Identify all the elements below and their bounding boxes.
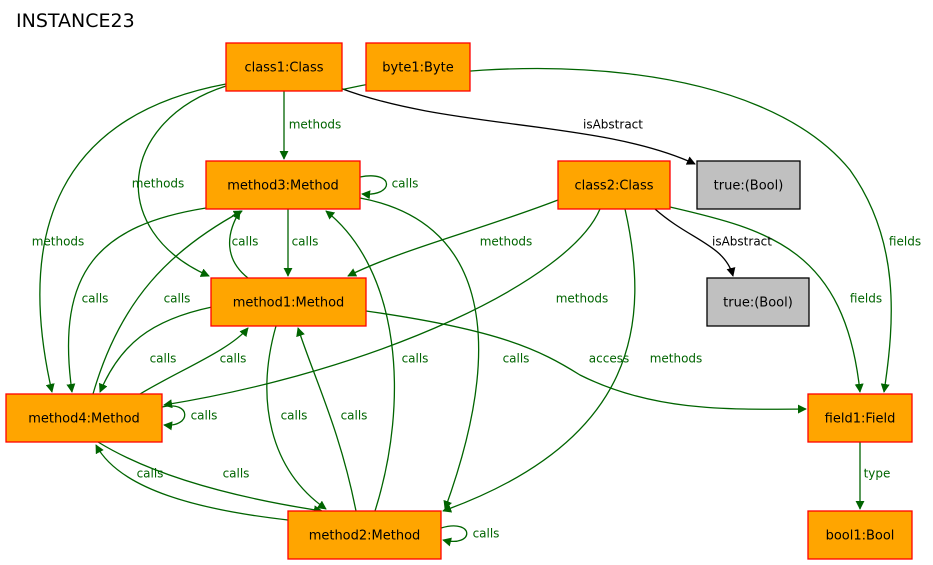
node-box <box>5 393 163 443</box>
node-trueB[interactable]: true:(Bool) <box>706 277 810 327</box>
node-box <box>365 42 471 92</box>
node-field1[interactable]: field1:Field <box>807 393 913 443</box>
edge-label-calls: calls <box>292 235 319 249</box>
edge-label-fields: fields <box>850 292 882 306</box>
node-label: method1:Method <box>233 296 345 311</box>
node-label: bool1:Bool <box>826 529 895 544</box>
node-box <box>807 510 913 560</box>
edge-label-methods: methods <box>650 352 703 366</box>
node-box <box>706 277 810 327</box>
node-label: method3:Method <box>227 179 339 194</box>
edge-class2-method1 <box>347 199 559 277</box>
node-label: true:(Bool) <box>723 296 793 311</box>
node-label: method4:Method <box>28 412 140 427</box>
node-method3[interactable]: method3:Method <box>205 160 361 210</box>
node-box <box>287 510 442 560</box>
edge-method2-method1 <box>296 327 357 512</box>
edge-method2-method4 <box>95 444 289 521</box>
edge-label-methods: methods <box>480 235 533 249</box>
node-box <box>696 160 801 210</box>
edge-method3-method4 <box>66 207 207 393</box>
edge-class2-method2 <box>442 208 636 513</box>
edge-label-calls: calls <box>341 409 368 423</box>
edge-label-calls: calls <box>402 352 429 366</box>
edge-class1-field1 <box>339 67 892 393</box>
node-byte1[interactable]: byte1:Byte <box>365 42 471 92</box>
edge-method3-method3 <box>359 175 388 200</box>
node-trueA[interactable]: true:(Bool) <box>696 160 801 210</box>
edge-label-methods: methods <box>289 118 342 132</box>
edge-label-isAbstract: isAbstract <box>712 235 772 249</box>
edge-label-calls: calls <box>392 177 419 191</box>
node-label: class2:Class <box>574 179 653 194</box>
node-class1[interactable]: class1:Class <box>225 42 343 92</box>
edge-label-calls: calls <box>220 352 247 366</box>
edge-label-calls: calls <box>281 409 308 423</box>
node-method4[interactable]: method4:Method <box>5 393 163 443</box>
edge-method1-method4 <box>99 306 213 393</box>
edge-label-calls: calls <box>503 352 530 366</box>
node-label: class1:Class <box>244 61 323 76</box>
edge-class2-trueB <box>654 208 736 277</box>
node-bool1[interactable]: bool1:Bool <box>807 510 913 560</box>
edge-label-methods: methods <box>556 292 609 306</box>
node-label: method2:Method <box>309 529 421 544</box>
edge-label-calls: calls <box>137 467 164 481</box>
nodes-layer: class1:Class byte1:Byte method3:Method clas… <box>5 42 913 560</box>
edge-method2-method2 <box>440 525 468 547</box>
edge-label-access: access <box>589 352 629 366</box>
edge-class2-method4 <box>163 208 601 409</box>
edge-label-calls: calls <box>164 292 191 306</box>
node-label: true:(Bool) <box>714 179 784 194</box>
edge-method3-method2 <box>359 197 480 510</box>
edge-method1-method2 <box>266 325 327 510</box>
edge-label-calls: calls <box>82 292 109 306</box>
edge-label-calls: calls <box>150 352 177 366</box>
edge-label-calls: calls <box>191 409 218 423</box>
edge-labels-layer: methods methods methods isAbstract fields cal… <box>32 118 921 541</box>
node-method1[interactable]: method1:Method <box>210 277 367 327</box>
edge-class1-method4 <box>39 83 227 393</box>
node-box <box>225 42 343 92</box>
edge-class1-method1 <box>137 85 227 277</box>
edge-label-methods: methods <box>32 235 85 249</box>
edge-label-isAbstract: isAbstract <box>583 118 643 132</box>
edge-label-fields: fields <box>889 235 921 249</box>
edge-label-calls: calls <box>232 235 259 249</box>
diagram-title: INSTANCE23 <box>16 10 135 32</box>
node-label: byte1:Byte <box>382 61 453 76</box>
edge-class2-field1 <box>669 206 864 393</box>
edge-method4-method3 <box>92 210 243 395</box>
node-label: field1:Field <box>825 412 896 427</box>
edge-label-methods: methods <box>132 177 185 191</box>
node-box <box>807 393 913 443</box>
edge-label-calls: calls <box>223 467 250 481</box>
edge-label-calls: calls <box>473 527 500 541</box>
node-box <box>557 160 671 210</box>
node-method2[interactable]: method2:Method <box>287 510 442 560</box>
node-class2[interactable]: class2:Class <box>557 160 671 210</box>
edge-method1-field1 <box>365 310 807 414</box>
edge-method4-method4 <box>161 405 186 431</box>
edge-class1-trueA <box>339 87 696 165</box>
edge-label-type: type <box>864 467 891 481</box>
edge-method4-method2 <box>97 441 323 515</box>
edges-layer <box>39 67 892 547</box>
node-box <box>210 277 367 327</box>
edge-method4-method1 <box>139 327 249 395</box>
edge-method2-method3 <box>325 210 396 512</box>
node-box <box>205 160 361 210</box>
